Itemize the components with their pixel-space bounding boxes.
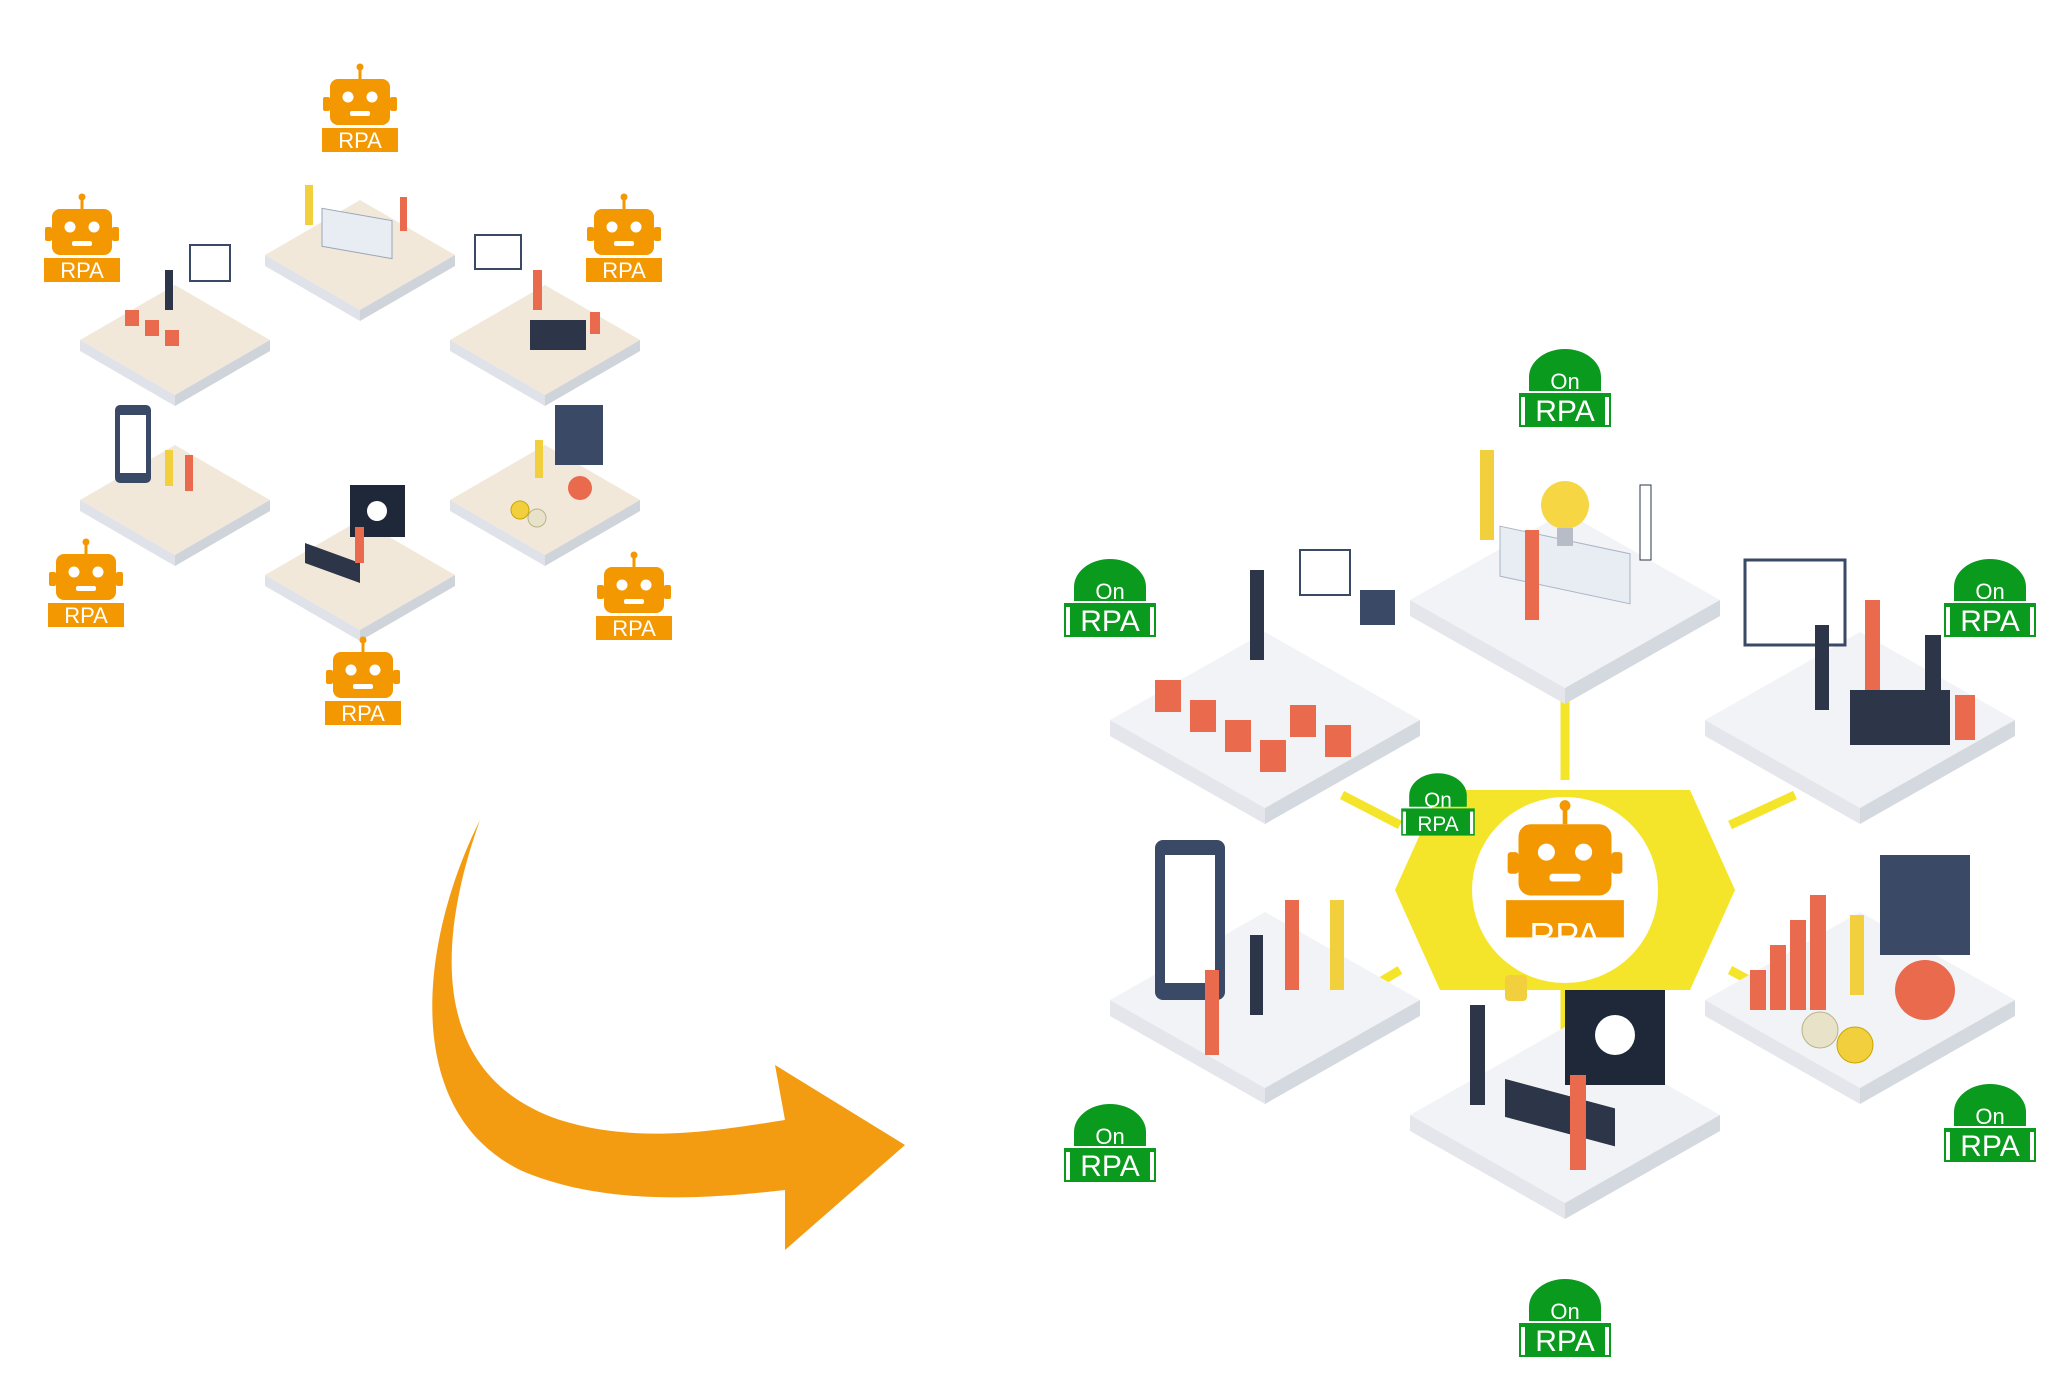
svg-text:On: On bbox=[1095, 579, 1124, 604]
rpa-label: RPA bbox=[338, 128, 382, 153]
left-robot-lower-right: RPA bbox=[594, 550, 674, 642]
svg-text:RPA: RPA bbox=[1535, 1325, 1594, 1358]
svg-text:RPA: RPA bbox=[1417, 813, 1458, 836]
rpa-label: RPA bbox=[612, 616, 656, 641]
left-tile-office bbox=[450, 234, 640, 406]
rpa-label: RPA bbox=[60, 258, 104, 283]
on-rpa-badge-top: On RPA bbox=[1519, 349, 1611, 428]
curved-arrow-icon bbox=[432, 820, 905, 1250]
right-tile-meeting bbox=[1110, 549, 1420, 824]
left-tile-mobile bbox=[80, 405, 270, 566]
svg-text:RPA: RPA bbox=[1535, 395, 1594, 428]
left-tile-finance bbox=[450, 405, 640, 566]
svg-text:On: On bbox=[1424, 789, 1452, 812]
on-rpa-badge-lower-left: On RPA bbox=[1064, 1104, 1156, 1183]
on-rpa-badge-upper-left: On RPA bbox=[1064, 559, 1156, 638]
svg-text:On: On bbox=[1095, 1124, 1124, 1149]
rpa-label: RPA bbox=[602, 258, 646, 283]
left-robot-lower-left: RPA bbox=[46, 537, 126, 629]
on-rpa-badge-bottom: On RPA bbox=[1519, 1279, 1611, 1358]
left-robot-upper-left: RPA bbox=[42, 192, 122, 284]
left-cluster: RPA RPA RPA RPA RPA RPA bbox=[42, 62, 674, 727]
svg-text:RPA: RPA bbox=[1960, 605, 2019, 638]
svg-text:On: On bbox=[1550, 1299, 1579, 1324]
right-tile-office bbox=[1705, 558, 2015, 824]
svg-text:RPA: RPA bbox=[1960, 1130, 2019, 1163]
svg-text:On: On bbox=[1975, 579, 2004, 604]
svg-text:RPA: RPA bbox=[1080, 605, 1139, 638]
right-tile-security bbox=[1410, 975, 1720, 1219]
hub-on-rpa-badge: On RPA bbox=[1401, 773, 1475, 836]
left-tile-idea bbox=[265, 185, 455, 321]
rpa-label: RPA bbox=[341, 701, 385, 726]
svg-text:On: On bbox=[1975, 1104, 2004, 1129]
left-tile-meeting bbox=[80, 244, 270, 406]
left-tile-security bbox=[265, 485, 455, 641]
right-cluster: RPA On RPA bbox=[1064, 349, 2036, 1358]
left-robot-upper-right: RPA bbox=[584, 192, 664, 284]
hub-rpa-label: RPA bbox=[1529, 915, 1600, 956]
left-robot-top: RPA bbox=[320, 62, 400, 154]
right-tile-idea bbox=[1410, 450, 1720, 704]
left-robot-bottom: RPA bbox=[323, 635, 403, 727]
svg-text:On: On bbox=[1550, 369, 1579, 394]
right-tile-mobile bbox=[1110, 840, 1420, 1104]
rpa-label: RPA bbox=[64, 603, 108, 628]
on-rpa-badge-upper-right: On RPA bbox=[1944, 559, 2036, 638]
svg-text:RPA: RPA bbox=[1080, 1150, 1139, 1183]
on-rpa-badge-lower-right: On RPA bbox=[1944, 1084, 2036, 1163]
right-tile-finance bbox=[1705, 855, 2015, 1104]
